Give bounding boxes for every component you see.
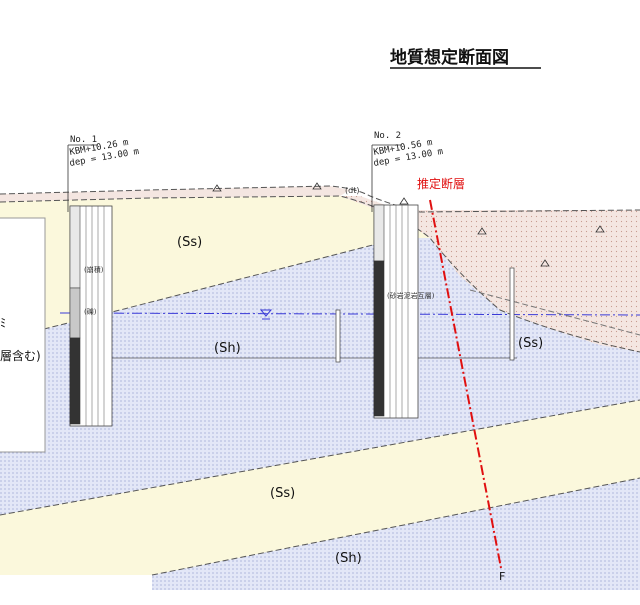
legend-box xyxy=(0,217,46,453)
groundwater-line xyxy=(59,312,640,316)
ref-post-1 xyxy=(335,309,341,363)
legend-fragment-2: 層含む) xyxy=(0,348,41,363)
layer-label-dt: (dt) xyxy=(345,186,359,195)
layer-sh-bottom xyxy=(152,478,640,590)
boundary-sh-right xyxy=(469,289,640,336)
layer-ss-upper xyxy=(0,196,640,352)
borehole-no1-note-2: (礫) xyxy=(84,307,97,316)
ground-surface-line xyxy=(0,185,640,213)
layer-dt xyxy=(340,196,640,352)
borehole-no2-note-1: (砂岩泥岩互層) xyxy=(387,291,435,300)
drawing-title: 地質想定断面図 xyxy=(390,47,509,68)
borehole-no1: No. 1 KBM+10.26 m dep = 13.00 m (崩積) (礫) xyxy=(67,135,140,427)
borehole-no2-name: No. 2 xyxy=(374,131,401,141)
borehole-no1-name: No. 1 xyxy=(70,135,97,145)
layer-label-sh-bottom: (Sh) xyxy=(335,551,362,566)
fault-label: 推定断層 xyxy=(417,176,465,191)
fault-end-label: F xyxy=(499,570,505,583)
ref-post-2 xyxy=(509,267,515,361)
layer-ss-lower xyxy=(0,400,640,575)
groundwater-marker-icon xyxy=(259,309,273,317)
fault-line xyxy=(429,199,502,569)
layer-label-ss-lower: (Ss) xyxy=(270,486,295,501)
dt-markers xyxy=(212,182,605,267)
layer-label-sh-mid: (Sh) xyxy=(214,341,241,356)
boundary-sh-bottom xyxy=(151,477,640,576)
layer-label-ss-upper: (Ss) xyxy=(177,235,202,250)
layer-label-ss-right: (Ss) xyxy=(518,336,543,351)
borehole-no1-note-1: (崩積) xyxy=(84,265,104,274)
legend-fragment-1: ﾐ xyxy=(0,316,6,330)
layer-dt-strip xyxy=(0,186,350,202)
layer-sh-main xyxy=(0,238,640,515)
boundary-ss-sh-lower xyxy=(0,399,640,516)
